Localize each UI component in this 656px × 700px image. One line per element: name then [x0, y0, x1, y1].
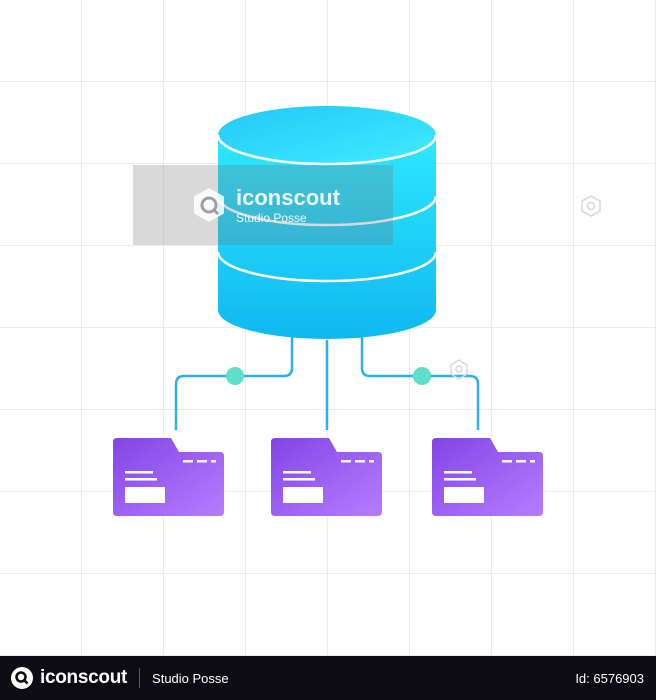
footer-author[interactable]: Studio Posse	[152, 670, 229, 686]
watermark-author: Studio Posse	[236, 211, 307, 225]
watermark-logo-icon	[194, 188, 224, 222]
iconscout-logo-icon	[11, 667, 33, 689]
footer-logo[interactable]: iconscout	[10, 666, 127, 690]
footer-brand: iconscout	[40, 667, 128, 688]
database-cylinder-icon	[216, 106, 438, 339]
watermark-brand: iconscout	[236, 185, 340, 210]
connector-node-right	[413, 367, 431, 385]
footer-divider	[139, 668, 141, 688]
folder-icon-center	[271, 438, 382, 516]
footer-bar: iconscout Studio Posse Id: 6576903	[0, 656, 656, 700]
watermark-text: iconscout Studio Posse	[236, 186, 340, 226]
footer-asset-id: Id: 6576903	[575, 670, 644, 686]
illustration-canvas: iconscout Studio Posse	[0, 0, 656, 656]
folder-icon-right	[432, 438, 543, 516]
connector-lines	[174, 336, 480, 430]
connector-node-left	[226, 367, 244, 385]
folder-icon-left	[113, 438, 224, 516]
watermark-logo-icon-small	[450, 195, 601, 380]
database-network-illustration	[113, 106, 601, 516]
watermark-overlay	[133, 165, 393, 245]
